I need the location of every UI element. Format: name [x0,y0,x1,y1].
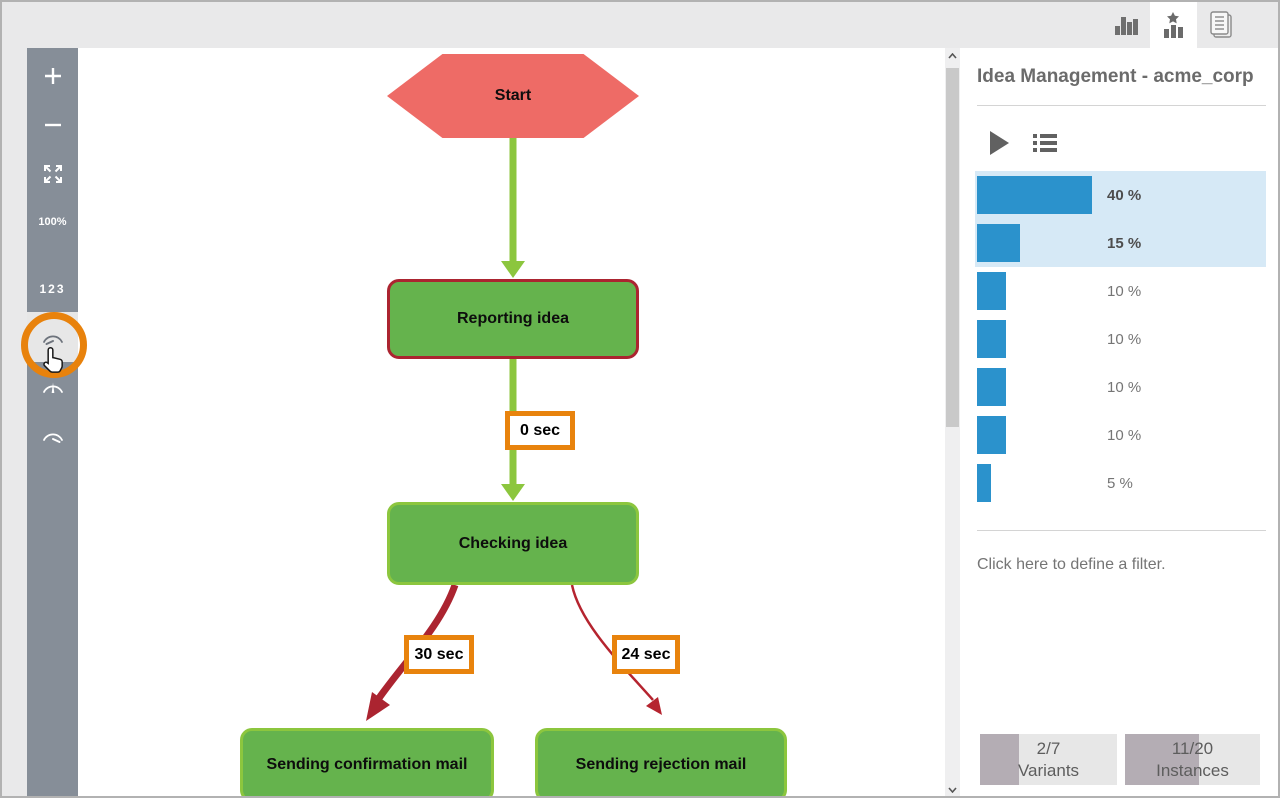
variant-row[interactable]: 10 % [975,411,1266,459]
gauge-high-icon [42,433,63,443]
filter-link[interactable]: Click here to define a filter. [977,556,1166,573]
duration-gauge-high-button[interactable] [27,410,78,460]
view-tabs [1103,2,1244,48]
edge-duration-label-30sec[interactable]: 30 sec [404,635,474,674]
panel-actions [984,128,1060,158]
variant-row[interactable]: 40 % [975,171,1266,219]
node-reporting-idea[interactable]: Reporting idea [387,279,639,359]
counts-button[interactable]: 123 [39,282,66,296]
variant-row[interactable]: 10 % [975,267,1266,315]
star-chart-icon [1163,12,1183,38]
duration-gauge-mid-button[interactable] [27,362,78,412]
play-icon [990,131,1009,155]
variant-percent-label: 40 % [1107,186,1142,204]
tab-documents[interactable] [1197,2,1244,48]
variant-bar [977,416,1006,454]
play-button[interactable] [984,128,1014,158]
chevron-up-icon [948,53,957,59]
variant-row[interactable]: 10 % [975,363,1266,411]
node-checking-idea[interactable]: Checking idea [387,502,639,585]
plus-icon [44,68,61,84]
documents-icon [1209,11,1232,38]
list-icon [1033,134,1057,152]
variant-frequency-list: 40 % 15 % 10 % 10 % 10 % 10 % [975,171,1266,507]
instances-badge-text: 11/20 Instances [1125,734,1260,785]
variant-row[interactable]: 5 % [975,459,1266,507]
canvas-scrollbar[interactable] [945,48,960,796]
divider [977,530,1266,531]
variant-percent-label: 10 % [1107,426,1142,444]
top-tab-bar [2,2,1278,48]
variant-percent-label: 5 % [1107,474,1133,492]
instances-count: 11/20 [1171,739,1214,759]
variants-label: Variants [1017,760,1080,780]
edge-duration-label-24sec[interactable]: 24 sec [612,635,680,674]
process-canvas[interactable]: Start Reporting idea Checking idea Sendi… [78,48,945,796]
variant-percent-label: 10 % [1107,378,1142,396]
zoom-toolbar: 100% 123 [27,48,78,796]
divider [977,105,1266,106]
variants-count: 2/7 [1036,739,1061,759]
zoom-in-button[interactable] [27,56,78,96]
zoom-level-label: 100% [38,216,67,228]
gauge-mid-icon [42,382,63,393]
fit-view-button[interactable] [27,154,78,194]
bar-chart-icon [1114,17,1138,35]
variant-bar [977,368,1006,406]
variant-row[interactable]: 15 % [975,219,1266,267]
node-sending-confirmation-mail[interactable]: Sending confirmation mail [240,728,494,796]
edge-checking-to-rejection[interactable] [570,584,662,715]
node-start[interactable]: Start [387,54,639,138]
node-reporting-idea-label: Reporting idea [456,310,569,327]
node-sending-rejection-mail-label: Sending rejection mail [575,756,747,773]
variant-percent-label: 10 % [1107,282,1142,300]
instances-label: Instances [1156,760,1229,780]
tab-statistics[interactable] [1150,2,1197,48]
node-sending-confirmation-mail-label: Sending confirmation mail [266,756,468,773]
gauge-low-icon [42,335,63,345]
edge-duration-label-0sec[interactable]: 0 sec [505,411,575,450]
variant-percent-label: 10 % [1107,330,1142,348]
instances-badge-fill [1125,734,1200,785]
chevron-down-icon [948,787,957,793]
edge-start-to-reporting[interactable] [501,137,525,278]
variants-badge-fill [980,734,1020,785]
minus-icon [44,123,61,127]
duration-text: 0 sec [519,421,561,439]
zoom-out-button[interactable] [27,105,78,145]
node-sending-rejection-mail[interactable]: Sending rejection mail [535,728,787,796]
variant-list-button[interactable] [1030,128,1060,158]
expand-arrows-icon [43,165,62,183]
variant-bar [977,176,1092,214]
variant-row[interactable]: 10 % [975,315,1266,363]
variants-badge[interactable]: 2/7 Variants [980,734,1117,785]
node-start-label: Start [494,87,532,104]
instances-badge[interactable]: 11/20 Instances [1125,734,1260,785]
variant-percent-label: 15 % [1107,234,1142,252]
variant-bar [977,272,1006,310]
scroll-up-button[interactable] [945,48,960,64]
duration-gauge-low-button[interactable] [27,312,78,362]
variant-bar [977,320,1006,358]
scrollbar-thumb[interactable] [946,68,959,427]
duration-text: 24 sec [621,645,671,663]
process-title: Idea Management - acme_corp [977,66,1254,87]
tab-frequency-chart[interactable] [1103,2,1150,48]
duration-text: 30 sec [414,645,464,663]
node-checking-idea-label: Checking idea [458,534,568,552]
variant-bar [977,464,991,502]
variant-bar [977,224,1020,262]
scroll-down-button[interactable] [945,782,960,796]
statistics-panel: Idea Management - acme_corp [960,48,1278,796]
variants-badge-text: 2/7 Variants [980,734,1117,785]
